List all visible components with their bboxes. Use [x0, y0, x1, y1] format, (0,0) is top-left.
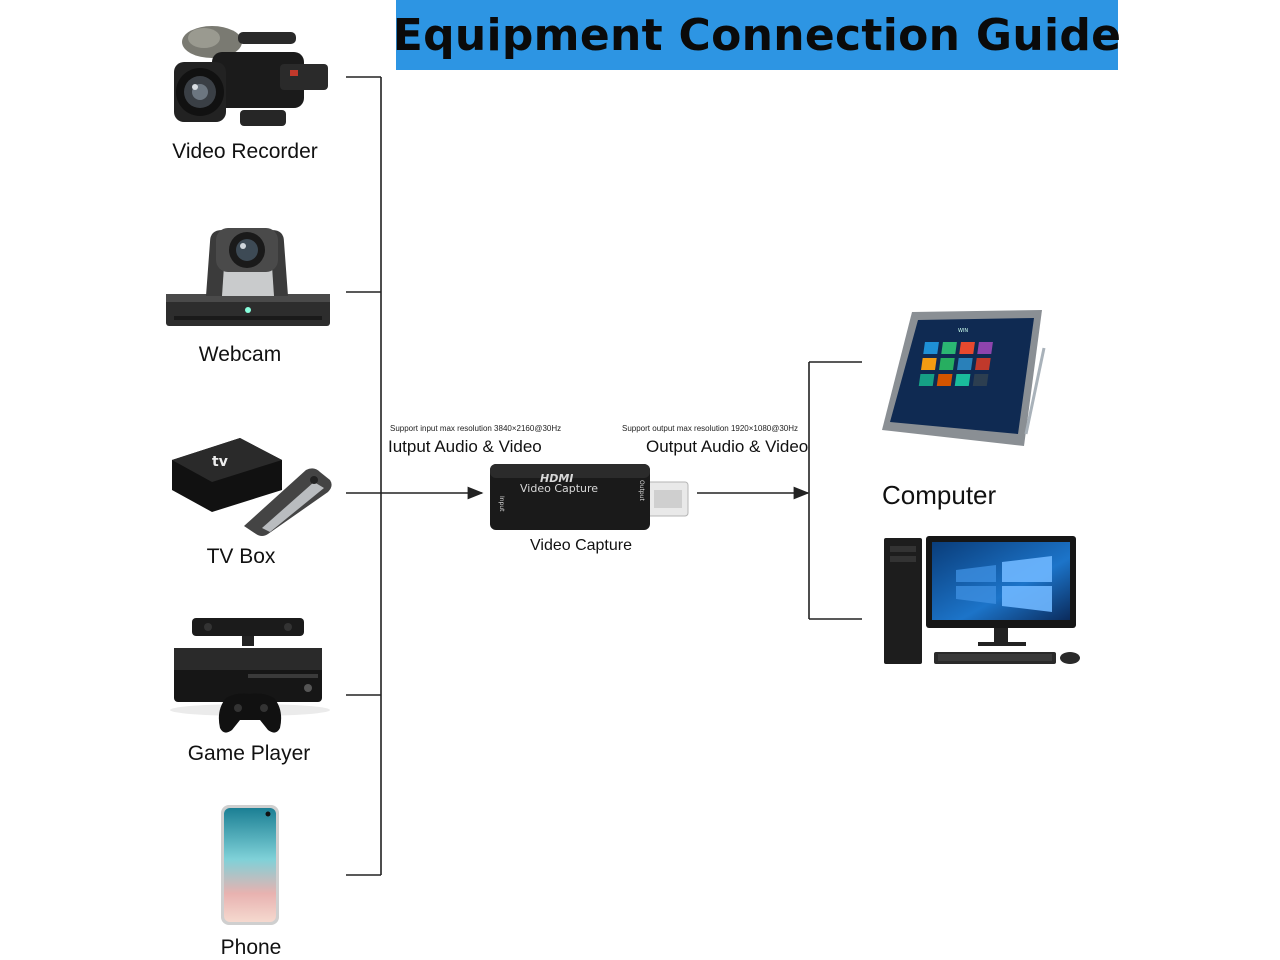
input-label: Iutput Audio & Video [388, 437, 542, 456]
target-label-computer: Computer [882, 480, 997, 510]
source-label-tv-box: TV Box [206, 545, 276, 568]
source-label-phone: Phone [220, 936, 282, 959]
svg-text:tv: tv [212, 454, 228, 470]
title-banner: Equipment Connection Guide [393, 0, 1121, 70]
input-resolution-note: Support input max resolution 3840×2160@3… [390, 424, 562, 433]
tv-box-icon: tv [172, 438, 332, 536]
output-label: Output Audio & Video [646, 437, 809, 456]
video-capture-dongle-icon: HDMI Video Capture Input Output [490, 464, 689, 530]
dongle-port-out-text: Output [638, 480, 645, 501]
tablet-computer-icon: WIN [882, 310, 1046, 446]
tablet-os-text: WIN [958, 328, 968, 334]
video-recorder-icon [174, 26, 328, 126]
dongle-brand-text: HDMI [540, 472, 573, 485]
source-label-webcam: Webcam [198, 343, 282, 366]
desktop-computer-icon [884, 536, 1080, 664]
output-resolution-note: Support output max resolution 1920×1080@… [622, 424, 799, 433]
webcam-icon [166, 228, 330, 326]
game-console-icon [170, 618, 330, 733]
page-title: Equipment Connection Guide [392, 9, 1122, 61]
video-capture-caption: Video Capture [530, 537, 632, 554]
source-label-game-player: Game Player [187, 742, 311, 765]
dongle-port-in-text: Input [498, 496, 505, 512]
dongle-product-text: Video Capture [520, 482, 598, 495]
phone-icon [221, 805, 279, 925]
source-label-video-recorder: Video Recorder [172, 140, 318, 163]
